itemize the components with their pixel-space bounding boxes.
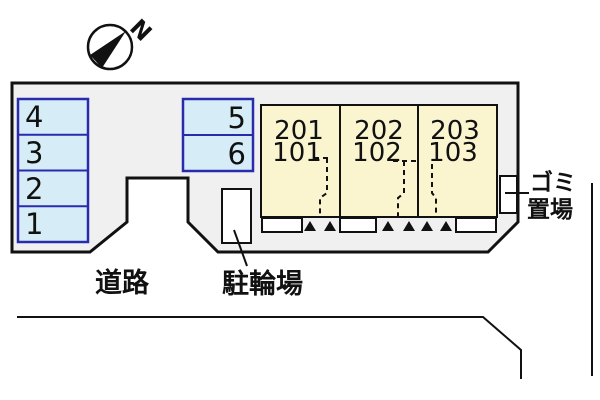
entrance-marker-icon bbox=[421, 221, 433, 231]
unit-number: 201 bbox=[274, 116, 324, 146]
entrance-marker-icon bbox=[304, 221, 316, 231]
unit-2-label: 202 102 bbox=[352, 116, 404, 168]
bicycle-parking: 駐輪場 bbox=[221, 188, 303, 300]
porch-strip bbox=[455, 217, 497, 233]
building-outline bbox=[260, 104, 498, 218]
parking-block-left: 4 3 2 1 bbox=[16, 97, 90, 244]
entrance-path-dashed bbox=[314, 157, 331, 216]
parking-space-label: 4 bbox=[25, 100, 43, 134]
entrance-marker-icon bbox=[403, 221, 415, 231]
unit-number: 102 bbox=[352, 138, 402, 168]
entrance-path-dashed bbox=[393, 160, 420, 216]
unit-number: 103 bbox=[428, 138, 478, 168]
road-edge-bottom bbox=[17, 316, 522, 379]
parking-block-mid: 5 6 bbox=[181, 97, 255, 173]
road-label: 道路 bbox=[95, 267, 150, 299]
porch-strip bbox=[261, 217, 303, 233]
entrance-marker-icon bbox=[440, 221, 452, 231]
parking-space-label: 5 bbox=[228, 101, 246, 135]
unit-number: 202 bbox=[354, 116, 404, 146]
parking-space-label: 3 bbox=[25, 136, 43, 170]
parking-space-label: 2 bbox=[25, 172, 43, 206]
entrance-marker-icon bbox=[382, 221, 394, 231]
building: 201 101 202 102 203 103 bbox=[260, 104, 498, 233]
compass-needle bbox=[90, 31, 126, 68]
north-compass-icon: N bbox=[86, 15, 156, 71]
unit-1-label: 201 101 bbox=[272, 116, 324, 168]
bicycle-parking-label: 駐輪場 bbox=[222, 268, 303, 300]
unit-number: 203 bbox=[430, 116, 480, 146]
unit-3-label: 203 103 bbox=[428, 116, 480, 168]
entrance-marker-icon bbox=[324, 221, 336, 231]
garbage-box bbox=[499, 175, 518, 214]
unit-number: 101 bbox=[272, 138, 322, 168]
garbage-area: ゴミ 置場 bbox=[499, 169, 576, 223]
bicycle-parking-pointer bbox=[233, 229, 248, 267]
garbage-label-line2: 置場 bbox=[527, 197, 573, 223]
parking-space-label: 6 bbox=[228, 137, 246, 171]
road-lines bbox=[17, 183, 593, 379]
parking-space-label: 1 bbox=[25, 207, 43, 241]
garbage-label-line1: ゴミ bbox=[530, 169, 576, 196]
porch-strip bbox=[339, 217, 377, 233]
